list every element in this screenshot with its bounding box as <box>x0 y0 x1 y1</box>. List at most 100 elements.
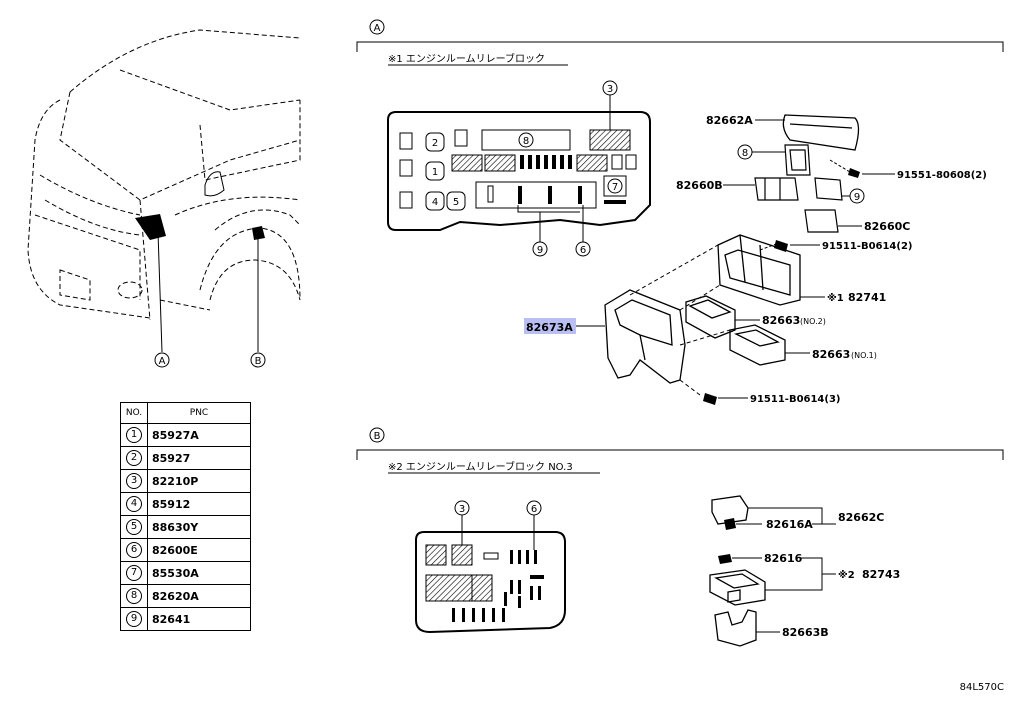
callout-6-a: 6 <box>575 205 591 257</box>
part-82663-no1 <box>729 324 786 366</box>
part-82741-block <box>717 234 801 306</box>
label-82616: 82616 <box>764 552 803 565</box>
svg-text:3: 3 <box>607 84 613 95</box>
table-row: 8 82620A <box>120 584 251 608</box>
relay-location-a <box>135 214 166 353</box>
vehicle-illustration <box>27 29 301 321</box>
svg-text:7: 7 <box>612 182 618 193</box>
label-82673A: 82673A <box>526 321 573 334</box>
row-pnc: 82620A <box>147 584 251 608</box>
label-91511-B0614-2: 91511-B0614(2) <box>822 241 913 252</box>
callout-3-a: 3 <box>602 80 618 130</box>
row-pnc: 82600E <box>147 538 251 562</box>
svg-text:9: 9 <box>537 245 543 256</box>
label-82663-no2-suffix: (NO.2) <box>800 317 826 326</box>
svg-text:9: 9 <box>854 192 860 203</box>
svg-text:4: 4 <box>432 197 438 208</box>
callout-9-a: 9 <box>517 205 580 257</box>
svg-text:6: 6 <box>531 504 537 515</box>
row-pnc: 82641 <box>147 607 251 631</box>
label-82741-mark: ※1 <box>827 292 844 304</box>
part-82616-pin <box>718 554 732 564</box>
callout-5: 5 <box>446 191 466 211</box>
row-number: 1 <box>126 427 142 443</box>
label-82743: 82743 <box>862 568 900 581</box>
row-number: 9 <box>126 611 142 627</box>
callout-3-b: 3 <box>454 500 470 545</box>
svg-text:A: A <box>374 23 381 34</box>
label-82663-no1: 82663 <box>812 348 850 361</box>
row-pnc: 82210P <box>147 469 251 493</box>
section-a-marker: A <box>369 19 385 35</box>
header-no: NO. <box>120 402 148 424</box>
svg-text:6: 6 <box>580 245 586 256</box>
row-pnc: 88630Y <box>147 515 251 539</box>
section-a-title: ※1 エンジンルームリレーブロック <box>388 52 545 65</box>
label-82663-no1-suffix: (NO.1) <box>851 351 877 360</box>
svg-text:5: 5 <box>453 197 459 208</box>
table-row: 4 85912 <box>120 492 251 516</box>
label-82660B: 82660B <box>676 179 723 192</box>
dashed-leader-lines <box>629 244 731 396</box>
row-number: 2 <box>126 450 142 466</box>
row-number: 6 <box>126 542 142 558</box>
label-82662A: 82662A <box>706 114 753 127</box>
svg-text:3: 3 <box>459 504 465 515</box>
callout-8: 8 <box>518 132 534 148</box>
callout-4: 4 <box>425 191 445 211</box>
callout-8-parts: 8 <box>737 144 785 160</box>
label-82663-no2: 82663 <box>762 314 800 327</box>
label-91551-80608: 91551-80608(2) <box>897 170 987 181</box>
callout-1: 1 <box>425 161 445 181</box>
relay-location-b <box>252 226 265 352</box>
table-row: 9 82641 <box>120 607 251 631</box>
table-row: 1 85927A <box>120 423 251 447</box>
part-82660C-relay <box>804 209 839 233</box>
table-row: 3 82210P <box>120 469 251 493</box>
row-pnc: 85927A <box>147 423 251 447</box>
row-number: 8 <box>126 588 142 604</box>
svg-text:1: 1 <box>432 167 438 178</box>
table-row: 6 82600E <box>120 538 251 562</box>
label-82741: 82741 <box>848 291 886 304</box>
header-pnc: PNC <box>147 402 251 424</box>
part-82616A-pin <box>724 518 736 530</box>
part-82743-block <box>709 569 766 606</box>
svg-text:B: B <box>374 431 381 442</box>
row-number: 7 <box>126 565 142 581</box>
part-82663B-bracket <box>714 609 757 647</box>
section-a-bracket <box>356 41 1004 52</box>
callout-a-vehicle: A <box>154 352 170 368</box>
callout-2: 2 <box>425 132 445 152</box>
relay-block-b <box>415 531 566 634</box>
section-b-marker: B <box>369 427 385 443</box>
part-82662C-connector <box>711 495 749 525</box>
svg-text:A: A <box>159 356 166 367</box>
vehicle-mirror <box>204 171 225 197</box>
row-pnc: 85912 <box>147 492 251 516</box>
diagram-code: 84L570C <box>959 682 1004 693</box>
screw-91551 <box>829 159 860 178</box>
row-number: 3 <box>126 473 142 489</box>
svg-text:8: 8 <box>523 136 529 147</box>
part-82660B-relay <box>754 177 799 201</box>
svg-text:8: 8 <box>742 148 748 159</box>
part-fuse-relay-small <box>784 144 811 176</box>
label-91511-B0614-3: 91511-B0614(3) <box>750 394 841 405</box>
part-fuse-9 <box>814 177 843 201</box>
screw-91511-3 <box>703 393 717 405</box>
section-b-title: ※2 エンジンルームリレーブロック NO.3 <box>388 460 573 473</box>
pnc-table-header: NO. PNC <box>120 402 251 424</box>
label-82660C: 82660C <box>864 220 910 233</box>
relay-block-a <box>387 111 651 231</box>
highlight-82673A <box>524 318 576 334</box>
part-82673A-bracket <box>604 289 686 384</box>
part-82662A-cover <box>782 114 860 151</box>
row-pnc: 85530A <box>147 561 251 585</box>
label-82663B: 82663B <box>782 626 829 639</box>
row-number: 4 <box>126 496 142 512</box>
